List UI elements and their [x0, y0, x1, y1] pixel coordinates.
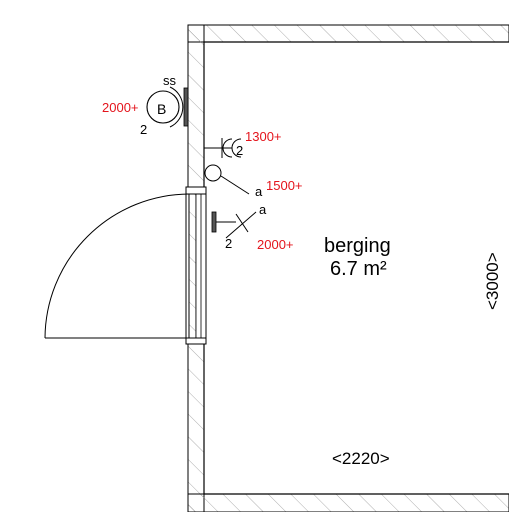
bell-arc [169, 86, 184, 128]
switch-count: 2 [225, 236, 232, 251]
bell-symbol: B ss 2000+ 2 [102, 73, 189, 137]
room-floor [205, 43, 509, 493]
switch-height-label: 2000+ [257, 237, 294, 252]
door-stop [195, 193, 202, 339]
socket-arc [222, 138, 233, 158]
room-inner-outline [203, 41, 509, 495]
socket-count: 2 [236, 143, 243, 158]
socket-symbol: 2 1300+ [204, 129, 282, 158]
walls [187, 24, 509, 512]
lamp-circle [204, 164, 222, 182]
left-wall-upper [187, 24, 205, 191]
switch-symbol: a 2 2000+ [211, 202, 294, 252]
room-name: berging [324, 235, 391, 257]
bell-marker: ss [163, 73, 177, 88]
bell-count: 2 [140, 122, 147, 137]
bell-wall-plate [183, 87, 189, 127]
bell-circle [146, 90, 180, 124]
switch-marker: a [259, 202, 267, 217]
socket-height-label: 1300+ [245, 129, 282, 144]
height-dimension: <3000> [483, 252, 502, 310]
socket-arc-inner [231, 138, 242, 158]
room-area: 6.7 m² [330, 258, 387, 280]
door-leaf [188, 193, 197, 339]
lamp-symbol: a 1500+ [204, 164, 303, 199]
lamp-height-label: 1500+ [266, 178, 303, 193]
lamp-wire [220, 175, 250, 195]
left-wall-lower [187, 342, 205, 512]
lamp-switch-letter: a [255, 184, 263, 199]
bottom-wall [187, 493, 509, 512]
switch-lever [225, 211, 257, 239]
door [44, 186, 207, 345]
door-swing-arc [44, 193, 190, 339]
bell-letter: B [157, 101, 166, 117]
bell-height-label: 2000+ [102, 100, 139, 115]
width-dimension: <2220> [332, 449, 390, 468]
top-wall [187, 24, 509, 43]
switch-plate [211, 211, 217, 233]
switch-lever-cross [235, 213, 249, 233]
